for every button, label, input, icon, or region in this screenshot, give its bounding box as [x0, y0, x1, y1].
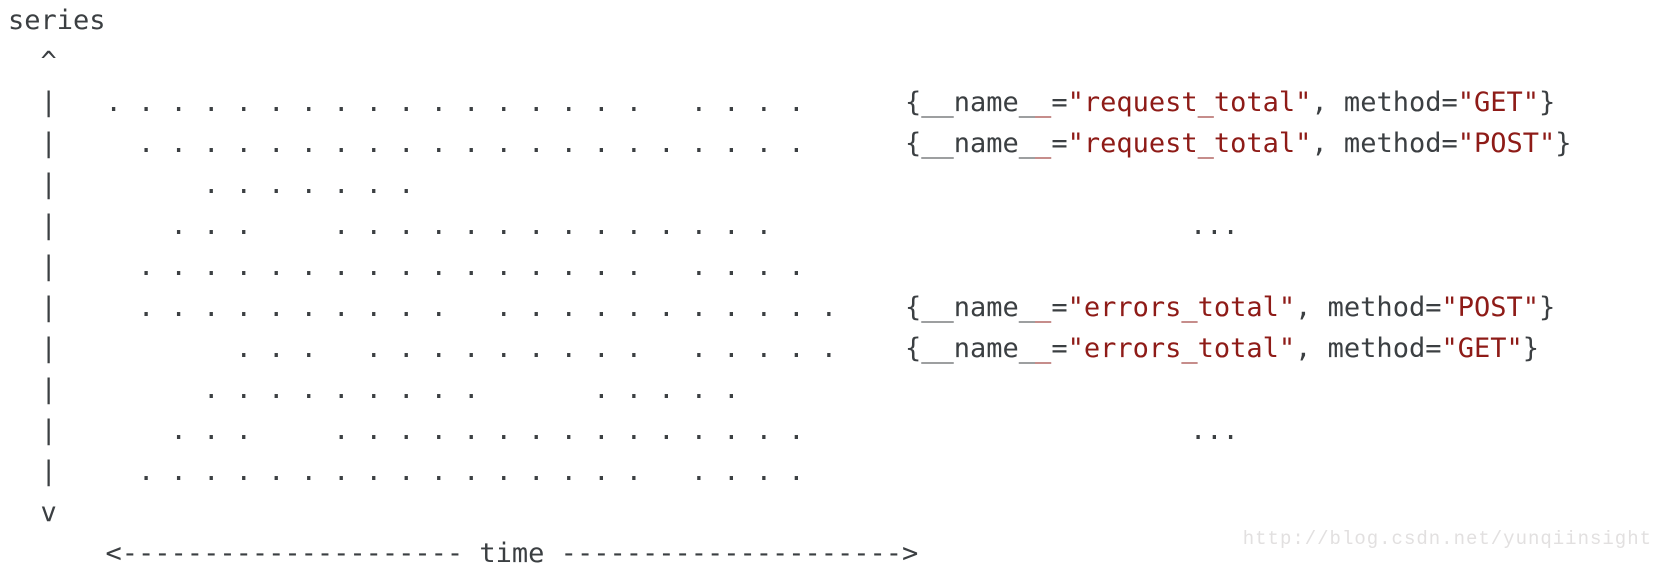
diagram-line-text: <--------------------- time ------------…	[8, 538, 919, 569]
series-label: {__name__="errors_total", method="GET"}	[905, 328, 1539, 369]
series-ellipsis: ...	[1190, 210, 1239, 241]
diagram-line-text: | . . . . . . . . . . . . . . . . . . . …	[8, 251, 805, 282]
series-row: | . . . . . . . . . . . . . . . . . . . …	[8, 451, 1660, 492]
label-syntax: {__name_	[905, 292, 1036, 323]
label-syntax: =	[1051, 333, 1068, 364]
label-syntax: =	[1051, 128, 1068, 159]
label-syntax: }	[1539, 87, 1556, 118]
label-syntax: , method=	[1311, 128, 1458, 159]
series-row: | . . . . . . . . . . . . . . . . . . . …	[8, 246, 1660, 287]
label-syntax: =	[1051, 87, 1068, 118]
diagram-line-text: | . . . . . . . . . . . . . . . . . . . …	[8, 292, 838, 323]
series-row: | . . . . . . . . . . . . . . . . ....	[8, 205, 1660, 246]
series-row: | . . . . . . . . . . . . . . . . . . . …	[8, 82, 1660, 123]
label-value: "request_total"	[1067, 128, 1312, 159]
series-row: | . . . . . . . . . . . . . . . . . . . …	[8, 123, 1660, 164]
label-value: "errors_total"	[1067, 333, 1296, 364]
y-axis-arrow-up: ^	[8, 41, 1660, 82]
label-syntax: }	[1522, 333, 1540, 364]
diagram-line-text: series	[8, 5, 106, 36]
series-row: | . . . . . . . . . . . . . .	[8, 369, 1660, 410]
label-value: "GET"	[1457, 87, 1540, 118]
y-axis-arrow-down: v	[8, 492, 1660, 533]
series-row: | . . . . . . . . . . . . . . . . . {__na…	[8, 328, 1660, 369]
diagram-line-text: | . . . . . . . . . . . . . .	[8, 374, 740, 405]
diagram-line-text: | . . . . . . . . . . . . . . . . . . . …	[8, 128, 805, 159]
label-value: "POST"	[1457, 128, 1556, 159]
x-axis: <--------------------- time ------------…	[8, 533, 1660, 574]
diagram-line-text: | . . . . . . . . . . . . . . . . .	[8, 210, 773, 241]
series-ellipsis: ...	[1190, 415, 1239, 446]
label-value: _	[1035, 292, 1052, 323]
label-syntax: , method=	[1295, 333, 1442, 364]
watermark: http://blog.csdn.net/yunqiinsight	[1242, 528, 1652, 550]
label-syntax: }	[1555, 128, 1572, 159]
diagram-line-text: | . . . . . . . . . . . . . . . . . . . …	[8, 456, 805, 487]
label-syntax: }	[1539, 292, 1556, 323]
series-label: {__name__="request_total", method="POST"…	[905, 123, 1572, 164]
diagram-line-text: | . . . . . . . . . . . . . . . . . . . …	[8, 87, 805, 118]
y-axis-title: series	[8, 0, 1660, 41]
diagram-line-text: | . . . . . . . . . . . . . . . . .	[8, 333, 838, 364]
series-row: | . . . . . . . . . . . . . . . . . . . …	[8, 287, 1660, 328]
label-value: "POST"	[1441, 292, 1540, 323]
ascii-diagram: series ^ | . . . . . . . . . . . . . . .…	[8, 0, 1660, 574]
label-value: "request_total"	[1067, 87, 1312, 118]
series-label: {__name__="errors_total", method="POST"}	[905, 287, 1555, 328]
label-syntax: {__name_	[905, 333, 1036, 364]
diagram-line-text: v	[8, 497, 57, 528]
label-syntax: , method=	[1311, 87, 1458, 118]
label-syntax: , method=	[1295, 292, 1442, 323]
diagram-line-text: | . . . . . . .	[8, 169, 415, 200]
series-label: {__name__="request_total", method="GET"}	[905, 82, 1555, 123]
label-syntax: {__name_	[905, 128, 1036, 159]
label-syntax: {__name_	[905, 87, 1036, 118]
label-value: "GET"	[1441, 333, 1523, 364]
label-value: _	[1035, 87, 1052, 118]
label-value: _	[1035, 333, 1052, 364]
diagram-line-text: ^	[8, 46, 57, 77]
series-row: | . . . . . . .	[8, 164, 1660, 205]
label-syntax: =	[1051, 292, 1068, 323]
label-value: "errors_total"	[1067, 292, 1296, 323]
label-value: _	[1035, 128, 1052, 159]
diagram-line-text: | . . . . . . . . . . . . . . . . . .	[8, 415, 805, 446]
series-row: | . . . . . . . . . . . . . . . . . ....	[8, 410, 1660, 451]
